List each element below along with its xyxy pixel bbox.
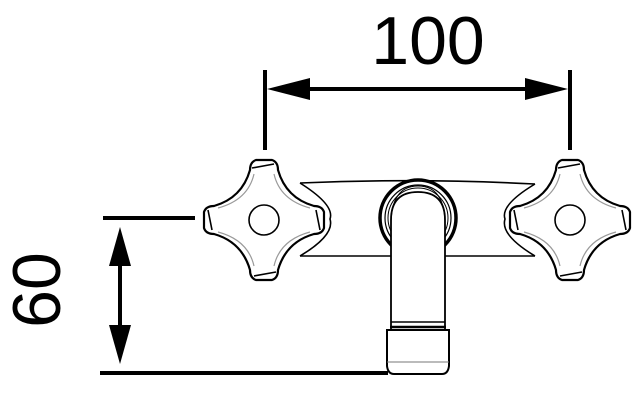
right-handle — [508, 158, 632, 282]
dimension-height-label: 60 — [0, 252, 75, 328]
arrowhead-down-icon — [109, 325, 131, 364]
dimension-width: 100 — [263, 3, 572, 150]
left-handle — [202, 158, 326, 282]
dimension-width-label: 100 — [371, 3, 484, 79]
aerator — [386, 329, 450, 375]
arrowhead-up-icon — [109, 227, 131, 266]
arrowhead-left-icon — [267, 78, 310, 100]
arrowhead-right-icon — [525, 78, 568, 100]
spout — [378, 178, 458, 375]
dimension-height: 60 — [0, 216, 388, 375]
